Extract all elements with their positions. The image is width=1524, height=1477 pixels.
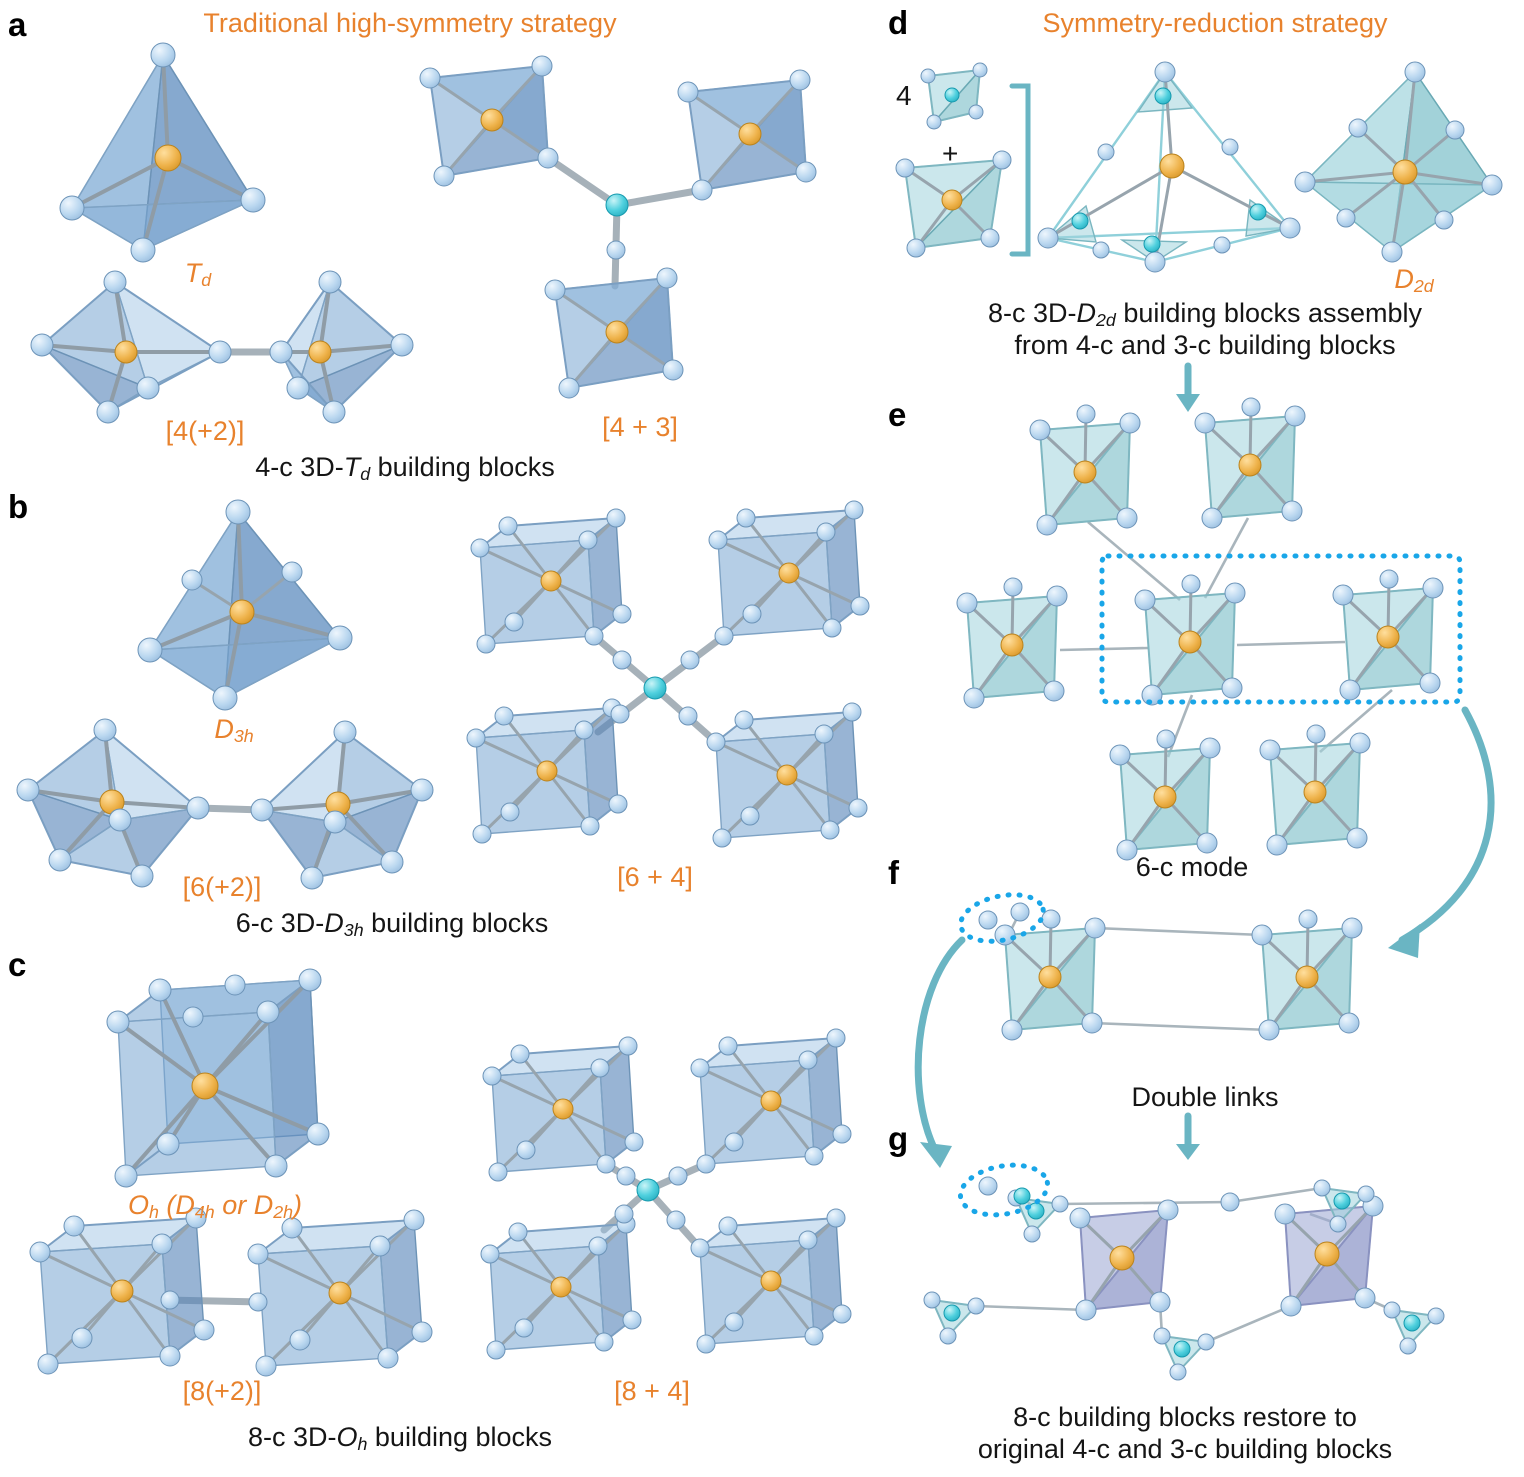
caption-panel-a: 4-c 3D-Td building blocks [255,452,555,484]
caption-panel-g-line2: original 4-c and 3-c building blocks [977,1434,1393,1464]
dotted-highlight-rect [1099,553,1463,705]
header-symmetry-reduction: Symmetry-reduction strategy [1042,8,1388,38]
td-tetrahedron-model [59,42,266,263]
d3h-tetrahedron-model [137,499,353,711]
arrow-e-to-f [1388,706,1495,958]
formula-6-plus-4: [6 + 4] [617,862,693,892]
assembly-bracket [1009,83,1031,257]
caption-panel-d-line2: from 4-c and 3-c building blocks [1014,330,1396,360]
caption-panel-e: 6-c mode [1135,852,1249,882]
label-double-links: Double links [1131,1082,1279,1112]
assembled-wireframe-tetrahedron [1037,61,1301,273]
dotted-highlight-ellipse-f [958,892,1046,944]
formula-8-plus-2: [8(+2)] [182,1376,262,1406]
panel-d-art [895,61,1503,412]
arrow-d-to-e [1176,362,1200,412]
caption-panel-g-line1: 8-c building blocks restore to [1013,1402,1357,1432]
caption-panel-d-line1: 8-c 3D-D2d building blocks assembly [988,298,1422,330]
panel-f-art [914,892,1364,1168]
caption-panel-b: 6-c 3D-D3h building blocks [235,908,549,940]
formula-6-plus-2: [6(+2)] [182,872,262,902]
caption-panel-c: 8-c 3D-Oh building blocks [247,1422,553,1454]
arrow-f-to-g [914,936,966,1168]
label-plus: + [942,138,959,169]
panel-a-art [30,42,818,424]
panel-letter-d: d [888,4,909,41]
node-4-plus-3-model [418,54,818,400]
panel-g-art [923,1162,1445,1381]
dotted-highlight-ellipse-g [957,1162,1051,1218]
panel-e-art [955,396,1495,958]
header-traditional-strategy: Traditional high-symmetry strategy [203,8,617,38]
label-oh-symmetry: Oh (D4h or D2h) [127,1190,303,1222]
pair-6-plus-2-model [16,718,434,890]
node-8-plus-4-model [479,1027,853,1361]
formula-8-plus-4: [8 + 4] [614,1376,690,1406]
node-6-plus-4-model [465,499,871,849]
panel-b-art [16,499,871,890]
arrow-double-links [1176,1112,1200,1160]
pair-8-plus-2-model [28,1206,434,1378]
panel-letter-c: c [8,946,27,983]
oh-cube-model [106,968,330,1188]
formula-4-plus-2: [4(+2)] [165,416,245,446]
panel-letter-f: f [888,854,899,891]
panel-c-art [28,968,853,1378]
small-3c-tetrahedron [920,62,988,130]
panel-letter-a: a [8,6,27,43]
d2d-building-block [1294,61,1503,263]
formula-4-plus-3: [4 + 3] [602,412,678,442]
label-count-4: 4 [896,80,912,111]
panel-letter-g: g [888,1120,909,1157]
label-d2d-symmetry: D2d [1394,264,1434,296]
small-4c-tetrahedron [895,150,1012,258]
pair-4-plus-2-model [30,270,414,424]
label-d3h-symmetry: D3h [214,714,254,746]
label-td-symmetry: Td [184,258,212,290]
panel-letter-b: b [8,488,29,525]
panel-letter-e: e [888,396,907,433]
